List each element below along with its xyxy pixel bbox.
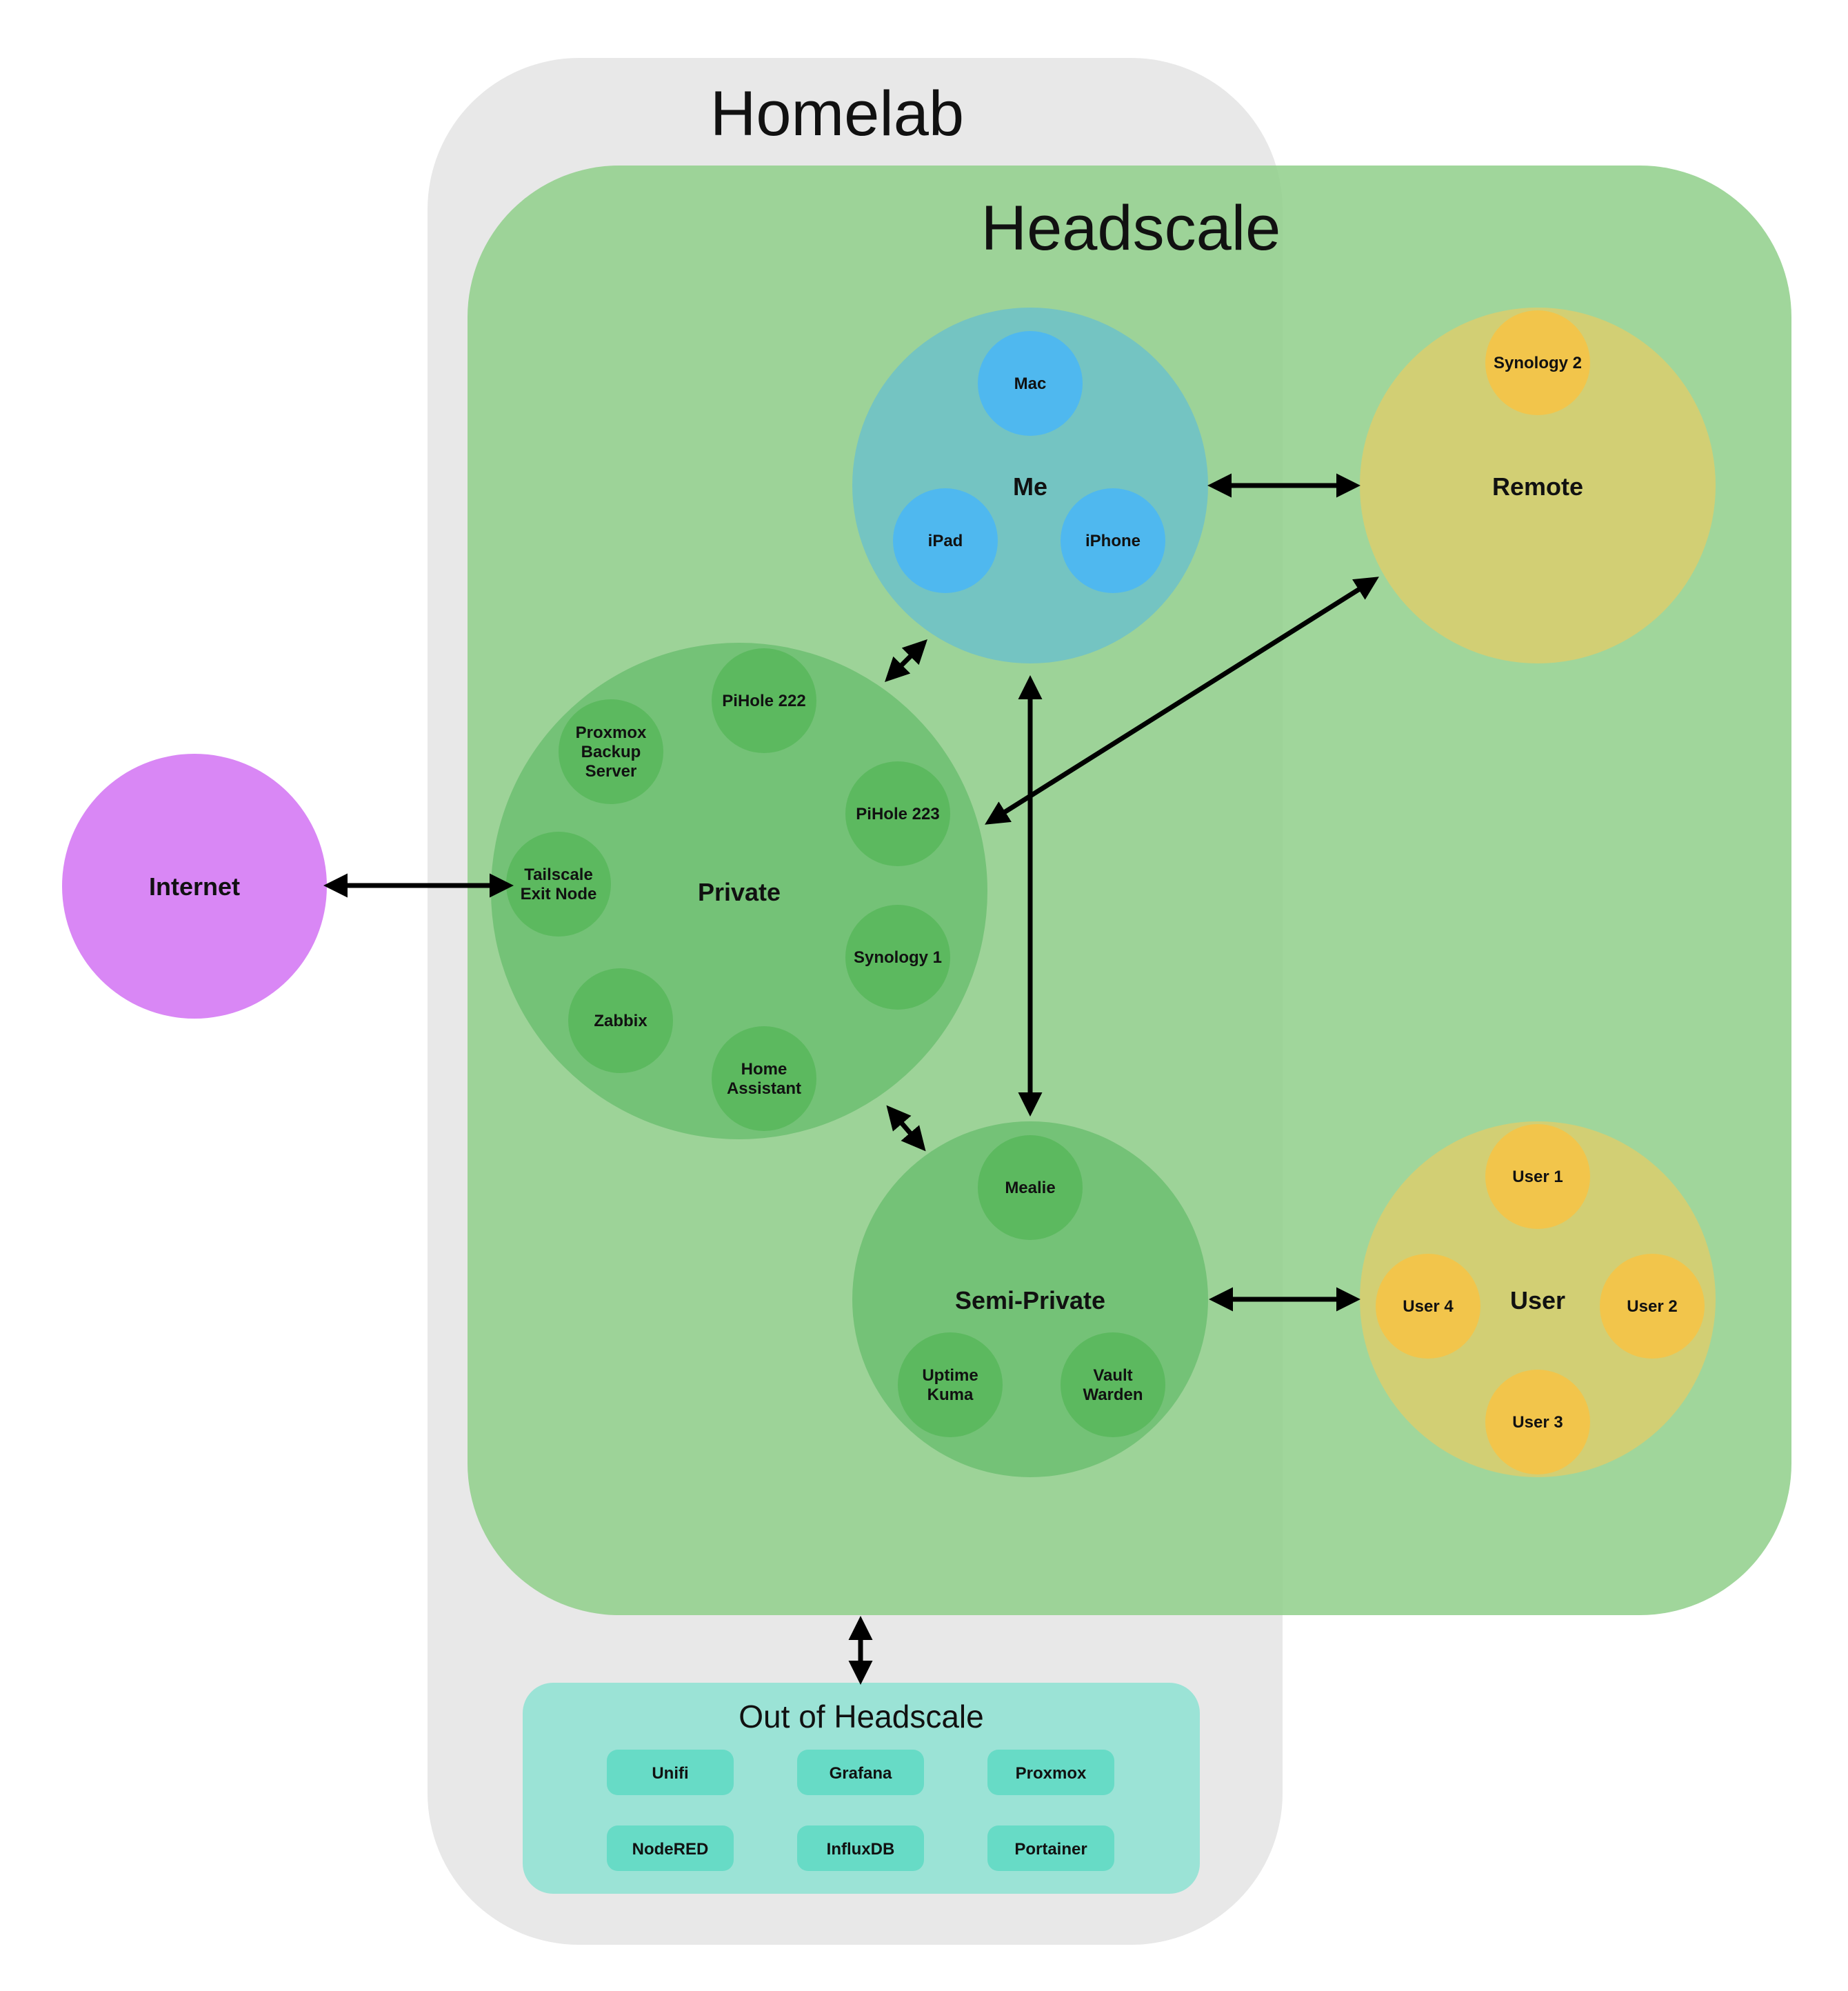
service-unifi-label: Unifi [652,1764,688,1783]
node-mac-label: Mac [1014,374,1047,393]
node-pihole-223-label: PiHole 223 [856,805,939,823]
node-pihole-222-label: PiHole 222 [722,692,805,710]
group-user-label: User [1510,1286,1565,1314]
service-grafana-label: Grafana [830,1764,892,1783]
arrow-private-me [885,639,927,682]
node-pihole-222: PiHole 222 [712,648,816,753]
out-of-headscale-box: Out of Headscale Unifi Grafana ProxmoxNode… [523,1683,1200,1894]
service-influxdb-label: InfluxDB [827,1840,895,1859]
node-synology-2-label: Synology 2 [1494,354,1582,372]
node-zabbix-label: Zabbix [594,1012,647,1030]
node-user-3: User 3 [1485,1370,1590,1474]
node-mealie: Mealie [978,1135,1083,1240]
node-internet-label: Internet [149,872,240,901]
node-user-2: User 2 [1600,1254,1705,1359]
node-user-1-label: User 1 [1512,1168,1563,1186]
node-iphone-label: iPhone [1085,532,1141,550]
service-portainer-label: Portainer [1014,1840,1087,1859]
node-internet: Internet [62,754,327,1019]
node-synology-1: Synology 1 [845,905,950,1010]
node-user-2-label: User 2 [1627,1297,1677,1316]
out-of-headscale-title: Out of Headscale [739,1699,983,1734]
node-user-4: User 4 [1376,1254,1480,1359]
service-grafana: Grafana [797,1750,924,1795]
homelab-title: Homelab [710,79,964,149]
service-nodered-label: NodeRED [632,1840,709,1859]
node-synology-2: Synology 2 [1485,310,1590,415]
arrow-private-semi-private [886,1105,926,1152]
node-zabbix: Zabbix [568,968,673,1073]
node-pihole-223: PiHole 223 [845,761,950,866]
service-proxmox-label: Proxmox [1016,1764,1087,1783]
group-remote-label: Remote [1492,472,1583,501]
service-influxdb: InfluxDB [797,1825,924,1871]
service-proxmox: Proxmox [987,1750,1114,1795]
node-user-1: User 1 [1485,1124,1590,1229]
node-mealie-label: Mealie [1005,1179,1055,1197]
arrow-private-remote [985,577,1379,825]
connections [323,473,1379,1685]
group-remote: Remote Synology 2 [1360,308,1716,663]
node-ipad-label: iPad [928,532,963,550]
node-user-4-label: User 4 [1403,1297,1454,1316]
node-mac: Mac [978,331,1083,436]
group-me: Me Mac iPad iPhone [852,308,1208,663]
group-semi-private-label: Semi-Private [955,1286,1105,1314]
node-synology-1-label: Synology 1 [854,948,942,967]
node-ipad: iPad [893,488,998,593]
service-unifi: Unifi [607,1750,734,1795]
group-user: User User 1 User 4 User 2 User 3 [1360,1121,1716,1477]
service-nodered: NodeRED [607,1825,734,1871]
headscale-title: Headscale [981,193,1281,263]
group-me-label: Me [1013,472,1047,501]
node-iphone: iPhone [1061,488,1165,593]
service-portainer: Portainer [987,1825,1114,1871]
node-user-3-label: User 3 [1512,1413,1563,1432]
group-private-label: Private [698,878,781,906]
